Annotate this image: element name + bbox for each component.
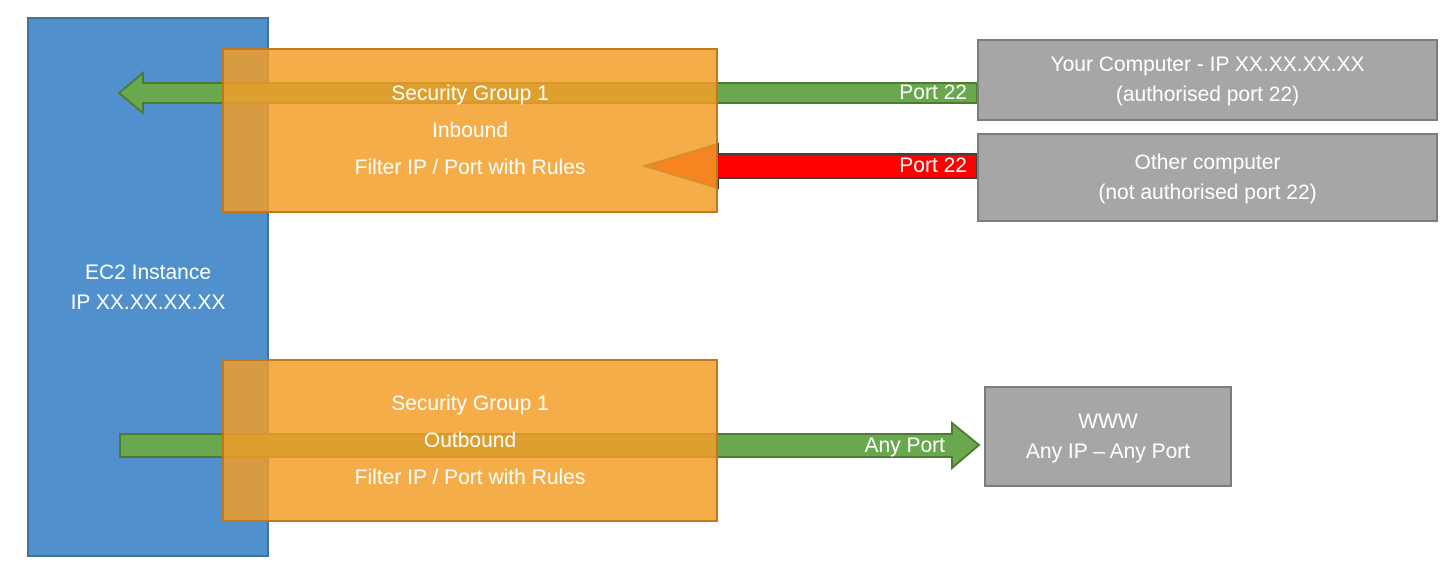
sg-inbound-title: Security Group 1	[391, 82, 549, 105]
your-computer-box: Your Computer - IP XX.XX.XX.XX (authoris…	[977, 39, 1438, 121]
your-computer-label: Your Computer - IP XX.XX.XX.XX	[1050, 53, 1365, 76]
www-note: Any IP – Any Port	[1025, 439, 1191, 463]
sg-outbound-description: Filter IP / Port with Rules	[354, 466, 586, 489]
outbound-port-label: Any Port	[864, 434, 945, 457]
inbound-blocked-port-label: Port 22	[899, 154, 967, 177]
security-group-outbound-box: Security Group 1 Outbound Filter IP / Po…	[222, 359, 718, 522]
inbound-allowed-port-label: Port 22	[899, 81, 967, 104]
www-label: WWW	[1078, 409, 1138, 433]
ec2-instance-label: EC2 Instance	[84, 261, 212, 284]
sg-inbound-direction: Inbound	[432, 119, 508, 142]
sg-inbound-description: Filter IP / Port with Rules	[354, 156, 586, 179]
your-computer-note: (authorised port 22)	[1115, 83, 1300, 106]
sg-outbound-direction: Outbound	[423, 429, 517, 452]
other-computer-note: (not authorised port 22)	[1098, 180, 1317, 204]
other-computer-label: Other computer	[1134, 150, 1281, 174]
sg-outbound-title: Security Group 1	[391, 392, 549, 415]
other-computer-box: Other computer (not authorised port 22)	[977, 133, 1438, 222]
security-group-inbound-box: Security Group 1 Inbound Filter IP / Por…	[222, 48, 718, 213]
ec2-instance-text: EC2 Instance IP XX.XX.XX.XX	[27, 258, 269, 318]
www-box: WWW Any IP – Any Port	[984, 386, 1232, 487]
ec2-ip-label: IP XX.XX.XX.XX	[70, 291, 226, 314]
